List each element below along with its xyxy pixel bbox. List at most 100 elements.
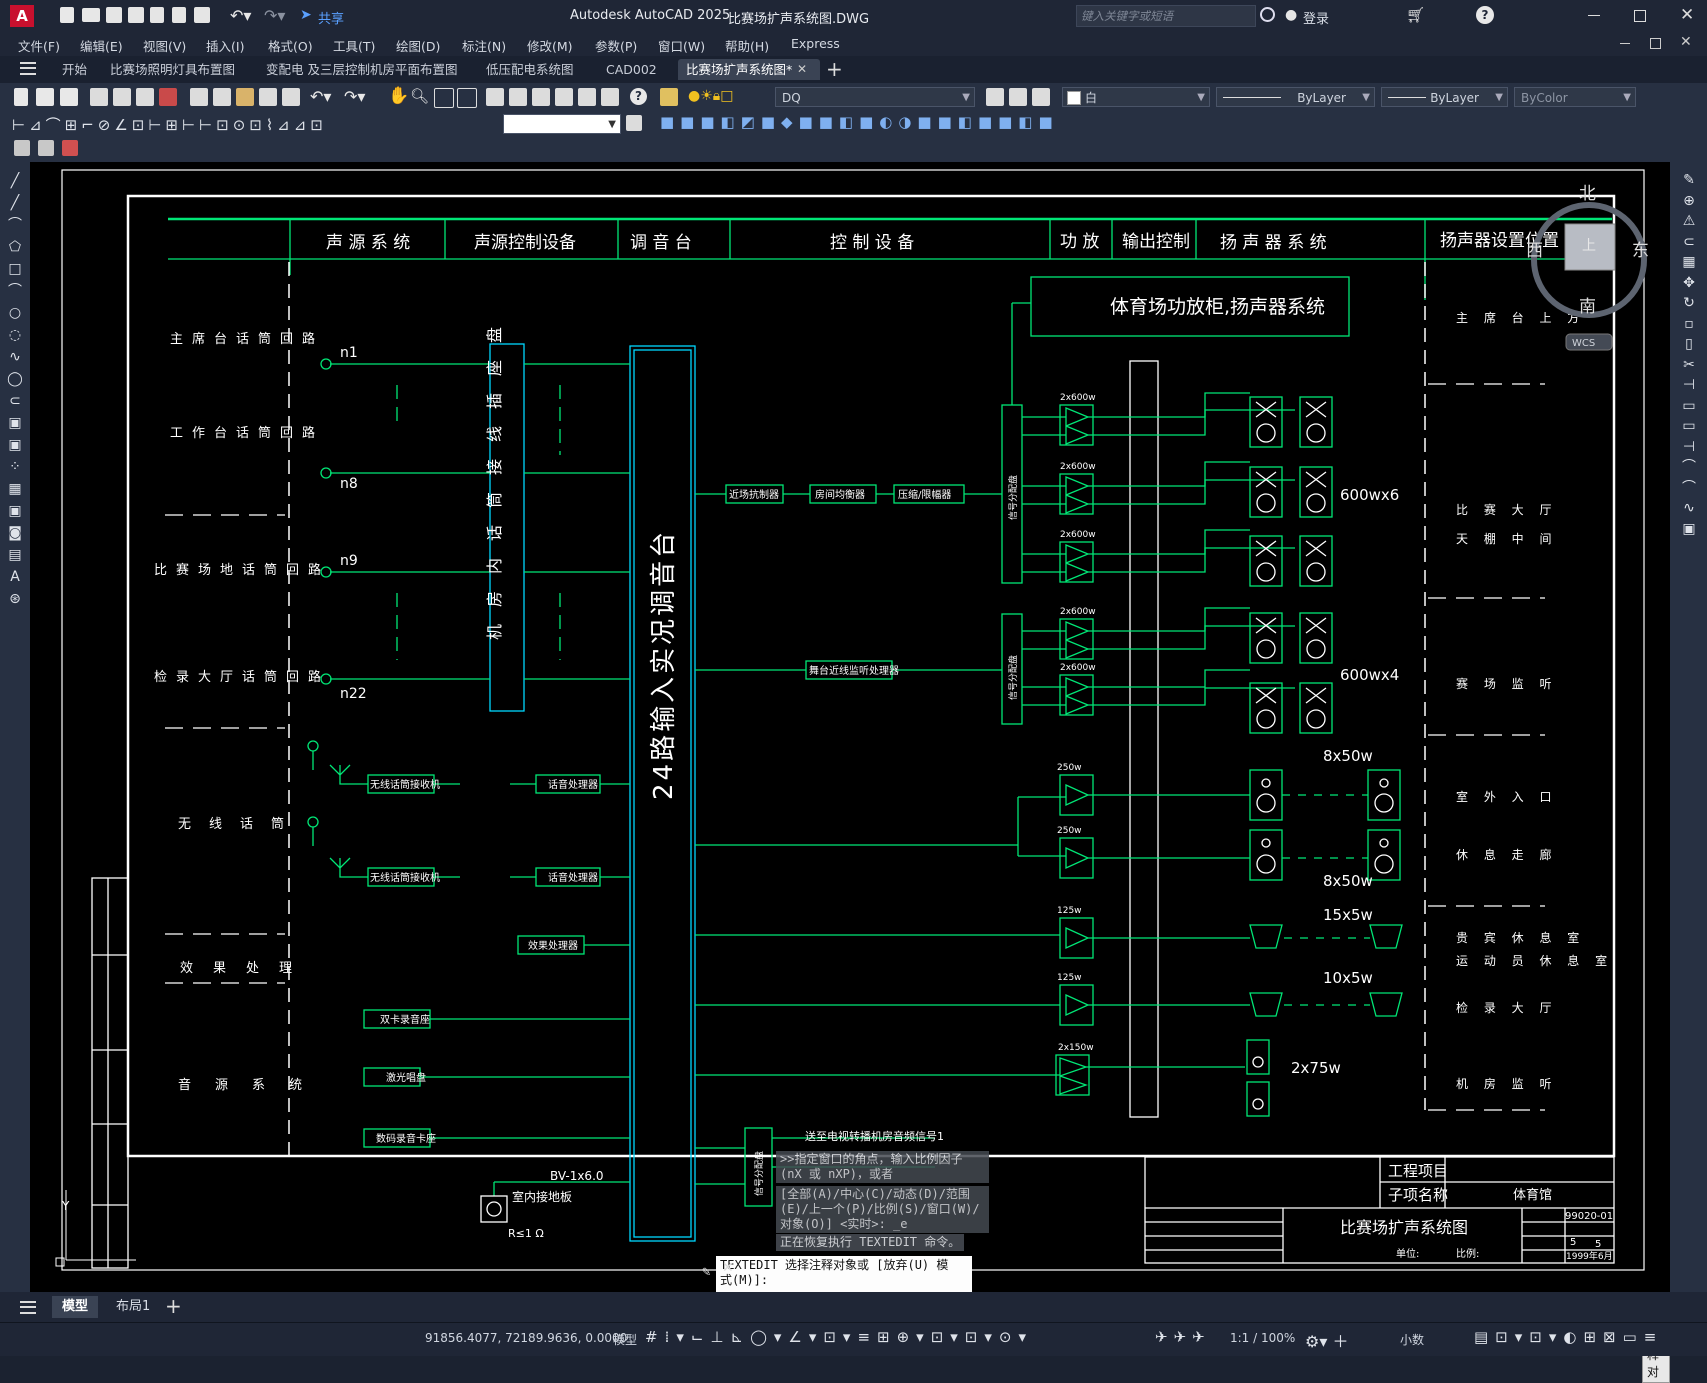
- matchprop-icon[interactable]: [259, 88, 277, 106]
- command-prompt[interactable]: TEXTEDIT 选择注释对象或 [放弃(U) 模式(M)]:: [720, 1258, 949, 1287]
- doc-restore-button[interactable]: [1650, 38, 1661, 49]
- cart-icon[interactable]: 🛒︎: [1406, 6, 1426, 24]
- hamburger-menu-icon[interactable]: [20, 62, 36, 75]
- tool-c-icon[interactable]: [62, 140, 78, 156]
- tool-a-icon[interactable]: [14, 140, 30, 156]
- redo-icon[interactable]: ↷▾: [264, 6, 286, 25]
- menu-insert[interactable]: 插入(I): [206, 39, 245, 54]
- cut-icon[interactable]: [190, 88, 208, 106]
- preview-icon[interactable]: [113, 88, 131, 106]
- print-icon[interactable]: [194, 7, 210, 23]
- tab-sound-system[interactable]: 比赛场扩声系统图*: [678, 59, 820, 80]
- blockeditor-icon[interactable]: [282, 88, 300, 106]
- sheetset-icon[interactable]: [555, 88, 573, 106]
- share-button[interactable]: 共享: [318, 12, 345, 27]
- status-toggle-icons[interactable]: #⁞▾⌙⊥⊾◯▾∠▾⊡▾≡⊞⊕▾⊡▾⊡▾⊙▾: [645, 1328, 1033, 1346]
- tb-redo-icon[interactable]: ↷▾: [344, 87, 366, 106]
- calculator-icon[interactable]: [601, 88, 619, 106]
- modify-tools-icons[interactable]: ■■■◧◩■◆■■◧■◐◑■■◧■■◧■: [660, 113, 1059, 131]
- minimize-button[interactable]: [1588, 15, 1600, 16]
- tab-cad002[interactable]: CAD002: [606, 62, 657, 77]
- user-icon[interactable]: ●: [1285, 7, 1298, 23]
- layer-match-icon[interactable]: [1032, 88, 1050, 106]
- tab-model[interactable]: 模型: [52, 1296, 99, 1318]
- menu-tools[interactable]: 工具(T): [333, 39, 376, 54]
- plot-icon[interactable]: [90, 88, 108, 106]
- dimstyle-icon[interactable]: [626, 115, 642, 131]
- command-line[interactable]: ✎ TEXTEDIT 选择注释对象或 [放弃(U) 模式(M)]:: [702, 1256, 972, 1292]
- modify-side-icons[interactable]: ✎⊕⚠︎⊂▦✥↻▫︎▯✂︎⊣▭▭⊣⌒⌒∿▣: [1682, 172, 1696, 537]
- doc-minimize-button[interactable]: [1620, 43, 1630, 44]
- copy-icon[interactable]: [213, 88, 231, 106]
- paste-icon[interactable]: [236, 88, 254, 106]
- menu-view[interactable]: 视图(V): [143, 39, 187, 54]
- annotation-scale[interactable]: 1:1 / 100%: [1230, 1331, 1296, 1345]
- doc-close-button[interactable]: ✕: [1680, 34, 1692, 50]
- drawing-canvas[interactable]: 声 源 系 统 声源控制设备 调 音 台 控 制 设 备 功 放 输出控制 扬 …: [30, 162, 1670, 1383]
- zoom-realtime-icon[interactable]: 🔍︎: [410, 87, 430, 105]
- layer-state-icons[interactable]: ●☀︎🔒︎□: [688, 88, 734, 104]
- new-icon[interactable]: [60, 7, 74, 23]
- publish-tool-icon[interactable]: [136, 88, 154, 106]
- toolpalette-icon[interactable]: [532, 88, 550, 106]
- viewcube-west[interactable]: 西: [1526, 241, 1543, 261]
- undo-icon[interactable]: ↶▾: [230, 6, 252, 25]
- dimension-tools-icons[interactable]: ⊢⊿⌒⊞⌐⊘∠⊡⊢⊞⊢⊢⊡⊙⊡⌇⊿⊿⊡: [12, 116, 327, 134]
- menu-draw[interactable]: 绘图(D): [396, 39, 441, 54]
- 3dprint-icon[interactable]: [159, 88, 177, 106]
- save-icon[interactable]: [106, 7, 122, 23]
- tool-b-icon[interactable]: [38, 140, 54, 156]
- open-icon[interactable]: [82, 8, 100, 22]
- zoom-previous-icon[interactable]: [457, 88, 477, 108]
- command-wrench-icon[interactable]: ✎: [702, 1264, 711, 1280]
- qnew-icon[interactable]: [14, 88, 28, 106]
- tab-layout1[interactable]: 布局1: [116, 1299, 151, 1314]
- tab-start[interactable]: 开始: [62, 62, 88, 77]
- login-button[interactable]: 登录: [1303, 12, 1330, 27]
- share-icon[interactable]: ➤: [300, 7, 312, 23]
- workspace-gear-icon[interactable]: ⚙︎▾ ＋: [1305, 1332, 1349, 1351]
- tab-substation[interactable]: 变配电 及三层控制机房平面布置图: [266, 62, 458, 77]
- tab-lighting[interactable]: 比赛场照明灯具布置图: [110, 62, 236, 77]
- layer-previous-icon[interactable]: [1009, 88, 1027, 106]
- viewcube-top[interactable]: 上: [1582, 238, 1596, 254]
- publish-icon[interactable]: [150, 7, 164, 23]
- status-right-icons[interactable]: ▤⊡▾⊡▾◐⊞⊠▭≡: [1474, 1328, 1664, 1346]
- tab-close-icon[interactable]: ✕: [797, 62, 808, 76]
- viewcube[interactable]: 上 北 南 东 西 WCS: [1526, 184, 1649, 351]
- viewcube-north[interactable]: 北: [1579, 184, 1596, 204]
- draw-tools-icons[interactable]: ╱╱⌒⬠□⌒○◌∿◯⊂▣▣⁘▦▣◙▤A⊛: [7, 173, 23, 607]
- menu-modify[interactable]: 修改(M): [527, 39, 573, 54]
- designcenter-icon[interactable]: [509, 88, 527, 106]
- help-icon[interactable]: ?: [1476, 6, 1494, 24]
- model-space-button[interactable]: 模型: [613, 1333, 638, 1347]
- qopen-icon[interactable]: [36, 88, 54, 106]
- tab-lowvoltage[interactable]: 低压配电系统图: [486, 62, 574, 77]
- layer-properties-icon[interactable]: [660, 88, 678, 106]
- menu-dimension[interactable]: 标注(N): [462, 39, 507, 54]
- menu-help[interactable]: 帮助(H): [725, 39, 770, 54]
- color-dropdown[interactable]: 白▼: [1062, 87, 1210, 107]
- make-current-icon[interactable]: [986, 88, 1004, 106]
- qsave-icon[interactable]: [60, 88, 78, 106]
- tb-help-icon[interactable]: ?: [630, 88, 647, 105]
- layer-dropdown[interactable]: DQ▼: [775, 87, 975, 107]
- add-layout-button[interactable]: +: [165, 1294, 182, 1318]
- zoom-window-icon[interactable]: [434, 88, 454, 108]
- maximize-button[interactable]: [1634, 10, 1646, 22]
- search-input[interactable]: 键入关键字或短语: [1076, 5, 1256, 27]
- layout-menu-icon[interactable]: [20, 1301, 36, 1314]
- markup-icon[interactable]: [578, 88, 596, 106]
- menu-file[interactable]: 文件(F): [18, 39, 60, 54]
- pan-icon[interactable]: ✋: [388, 86, 410, 106]
- properties-icon[interactable]: [486, 88, 504, 106]
- linetype-dropdown[interactable]: ByLayer▼: [1216, 87, 1375, 107]
- tb-undo-icon[interactable]: ↶▾: [310, 87, 332, 106]
- menu-params[interactable]: 参数(P): [595, 39, 638, 54]
- dimstyle-dropdown[interactable]: ▼: [503, 114, 621, 134]
- app-logo[interactable]: A: [10, 5, 34, 27]
- saveas-icon[interactable]: [128, 7, 144, 23]
- units-dropdown[interactable]: 小数: [1400, 1333, 1425, 1347]
- search-icon[interactable]: [1260, 7, 1275, 22]
- command-close-icon[interactable]: ✕: [722, 1260, 734, 1276]
